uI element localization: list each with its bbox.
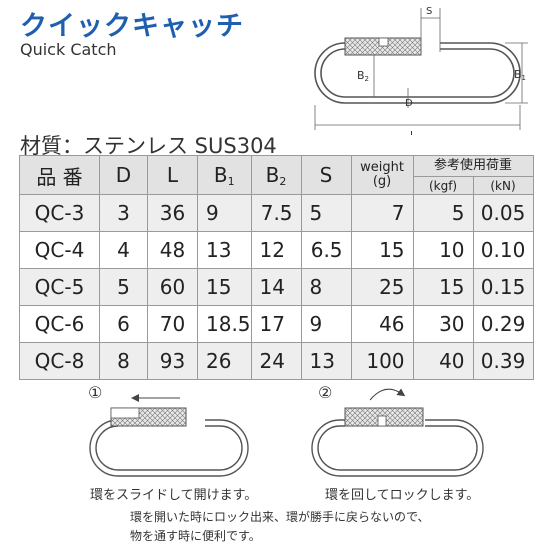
- cell-s: 9: [300, 305, 352, 343]
- cell-code: QC-3: [19, 194, 100, 232]
- header-load: 参考使用荷重: [412, 155, 534, 177]
- cell-b2: 7.5: [250, 194, 302, 232]
- cell-l: 48: [147, 231, 198, 269]
- cell-b1: 15: [197, 268, 252, 306]
- cell-kn: 0.29: [472, 305, 534, 343]
- cell-b1: 18.5: [197, 305, 252, 343]
- cell-kn: 0.39: [472, 342, 534, 380]
- dim-label-b1: B1: [514, 68, 526, 82]
- cell-kgf: 40: [412, 342, 474, 380]
- step2-number: ②: [318, 383, 332, 402]
- header-l: L: [147, 155, 198, 195]
- header-s: S: [300, 155, 352, 195]
- header-kn: (kN): [472, 176, 534, 195]
- cell-s: 13: [300, 342, 352, 380]
- cell-kgf: 30: [412, 305, 474, 343]
- cell-b1: 13: [197, 231, 252, 269]
- cell-b2: 12: [250, 231, 302, 269]
- cell-s: 5: [300, 194, 352, 232]
- step1-caption: 環をスライドして開けます。: [90, 488, 258, 503]
- header-weight: weight(g): [350, 155, 414, 195]
- cell-l: 60: [147, 268, 198, 306]
- cell-b1: 26: [197, 342, 252, 380]
- cell-d: 8: [99, 342, 148, 380]
- cell-kn: 0.05: [472, 194, 534, 232]
- cell-weight: 46: [350, 305, 414, 343]
- cell-weight: 7: [350, 194, 414, 232]
- dim-label-d: D: [405, 98, 413, 109]
- usage-note-line2: 物を通す時に便利です。: [130, 529, 261, 543]
- header-kgf: (kgf): [412, 176, 474, 195]
- usage-note: 環を開いた時にロック出来、環が勝手に戻らないので、 物を通す時に便利です。: [130, 508, 430, 546]
- rotate-arrow-icon: [369, 388, 406, 401]
- header-hinban: 品 番: [19, 155, 100, 195]
- cell-code: QC-6: [19, 305, 100, 343]
- cell-d: 6: [99, 305, 148, 343]
- cell-b2: 14: [250, 268, 302, 306]
- cell-b2: 17: [250, 305, 302, 343]
- dimension-diagram: S B1 B2 D L: [314, 6, 528, 135]
- cell-s: 8: [300, 268, 352, 306]
- cell-weight: 25: [350, 268, 414, 306]
- cell-d: 4: [99, 231, 148, 269]
- dim-label-l: L: [410, 130, 416, 135]
- spec-table: 品 番 D L B1 B2 S weight(g) 参考使用荷重 (kgf) (…: [19, 155, 534, 380]
- cell-l: 36: [147, 194, 198, 232]
- dim-label-s: S: [426, 6, 432, 17]
- header-b2: B2: [250, 155, 302, 195]
- cell-code: QC-5: [19, 268, 100, 306]
- cell-code: QC-8: [19, 342, 100, 380]
- dim-label-b2: B2: [357, 69, 369, 83]
- cell-kgf: 5: [412, 194, 474, 232]
- usage-illustrations: ① ②: [88, 383, 484, 477]
- page-subtitle: Quick Catch: [20, 40, 117, 59]
- cell-kn: 0.15: [472, 268, 534, 306]
- cell-weight: 15: [350, 231, 414, 269]
- cell-s: 6.5: [300, 231, 352, 269]
- material-label: 材質：ステンレス SUS304: [20, 134, 277, 158]
- header-d: D: [99, 155, 148, 195]
- header-b1: B1: [197, 155, 252, 195]
- step1-number: ①: [88, 383, 102, 402]
- cell-b1: 9: [197, 194, 252, 232]
- quick-catch-link: [314, 42, 521, 104]
- cell-l: 93: [147, 342, 198, 380]
- cell-l: 70: [147, 305, 198, 343]
- step2-caption: 環を回してロックします。: [325, 488, 480, 503]
- cell-code: QC-4: [19, 231, 100, 269]
- page-title: クイックキャッチ: [20, 11, 244, 42]
- cell-kgf: 15: [412, 268, 474, 306]
- cell-kn: 0.10: [472, 231, 534, 269]
- cell-d: 5: [99, 268, 148, 306]
- cell-kgf: 10: [412, 231, 474, 269]
- cell-b2: 24: [250, 342, 302, 380]
- step2-link: [311, 419, 484, 477]
- cell-weight: 100: [350, 342, 414, 380]
- step1-link: [89, 419, 249, 477]
- usage-note-line1: 環を開いた時にロック出来、環が勝手に戻らないので、: [130, 510, 430, 524]
- cell-d: 3: [99, 194, 148, 232]
